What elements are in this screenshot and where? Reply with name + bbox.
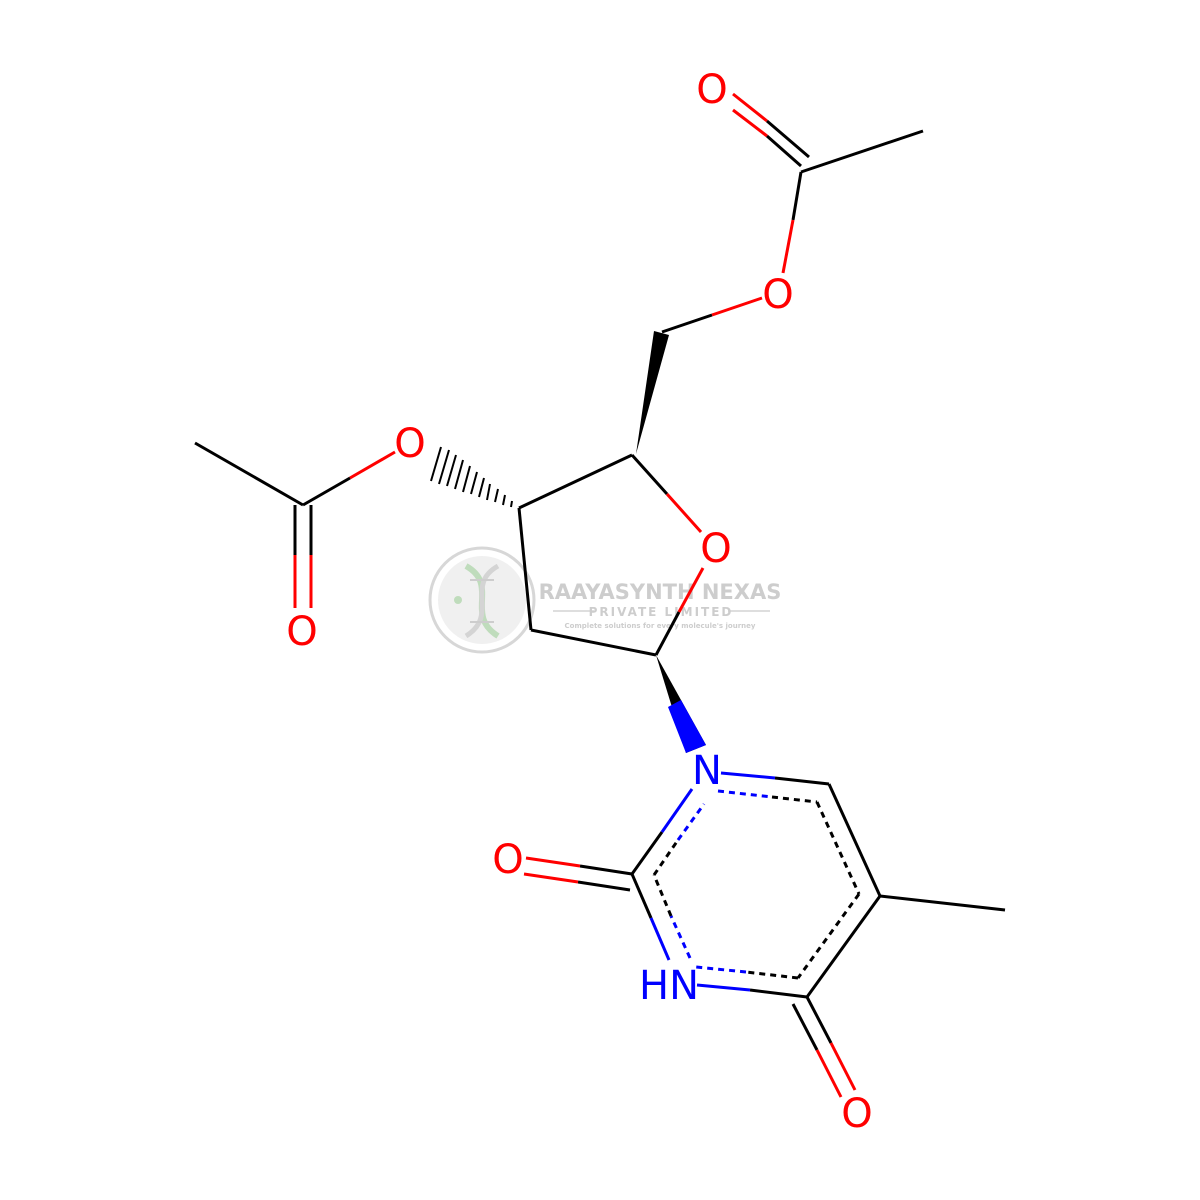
bond-co-double-left (293, 505, 313, 608)
bond-o-c-left (302, 450, 396, 507)
atom-o-ring: O (700, 526, 731, 572)
atom-n1: N (692, 748, 722, 794)
atom-o-ester-left: O (394, 421, 425, 467)
bond-c-o-ester-top (781, 171, 803, 274)
bond-c-ch3-top (800, 129, 924, 174)
bond-c1-c2 (530, 628, 657, 657)
aromatic-ring-dashes (652, 789, 861, 980)
watermark: RAAYASYNTH NEXAS PRIVATE LIMITED Complet… (428, 546, 782, 654)
bond-n3-c2 (630, 873, 671, 961)
atom-o-acetyl-left-carbonyl: O (286, 609, 317, 655)
bond-c6-c5 (827, 783, 882, 897)
bond-o-ch2-top (661, 296, 763, 334)
bond-c2-o-double (523, 856, 633, 892)
watermark-subtitle: PRIVATE LIMITED (589, 605, 734, 619)
bond-c4-o-double (791, 996, 857, 1098)
atom-n3h: HN (639, 963, 699, 1009)
bond-c4-oring (630, 453, 703, 534)
atom-o-acetyl-top-carbonyl: O (696, 67, 727, 113)
bond-co-double-top (732, 92, 810, 168)
bonds (194, 92, 1006, 1098)
atom-o-ester-top: O (762, 272, 793, 318)
bond-c4-n3 (696, 983, 808, 999)
atom-o-c4: O (841, 1091, 872, 1137)
bond-c2-c3 (517, 507, 533, 631)
bond-n1-c6 (720, 771, 830, 786)
atom-o-c2: O (492, 837, 523, 883)
bond-c5-ch3 (879, 894, 1006, 912)
wedge-c1-n-blue (668, 700, 706, 753)
hash-c3-o-left (430, 446, 513, 508)
watermark-tagline: Complete solutions for every molecule's … (565, 622, 756, 630)
atom-labels: O O O O O N O HN O (286, 67, 872, 1137)
bond-c4-c3 (518, 453, 633, 510)
dna-helix-icon (428, 546, 536, 654)
bond-c5-c4 (805, 895, 882, 998)
wedge-c4-ch2 (636, 331, 669, 454)
bond-c-ch3-left (194, 441, 304, 507)
bond-c2-n1 (630, 788, 694, 875)
watermark-title: RAAYASYNTH NEXAS (539, 580, 782, 604)
bond-oring-c1 (654, 567, 705, 656)
